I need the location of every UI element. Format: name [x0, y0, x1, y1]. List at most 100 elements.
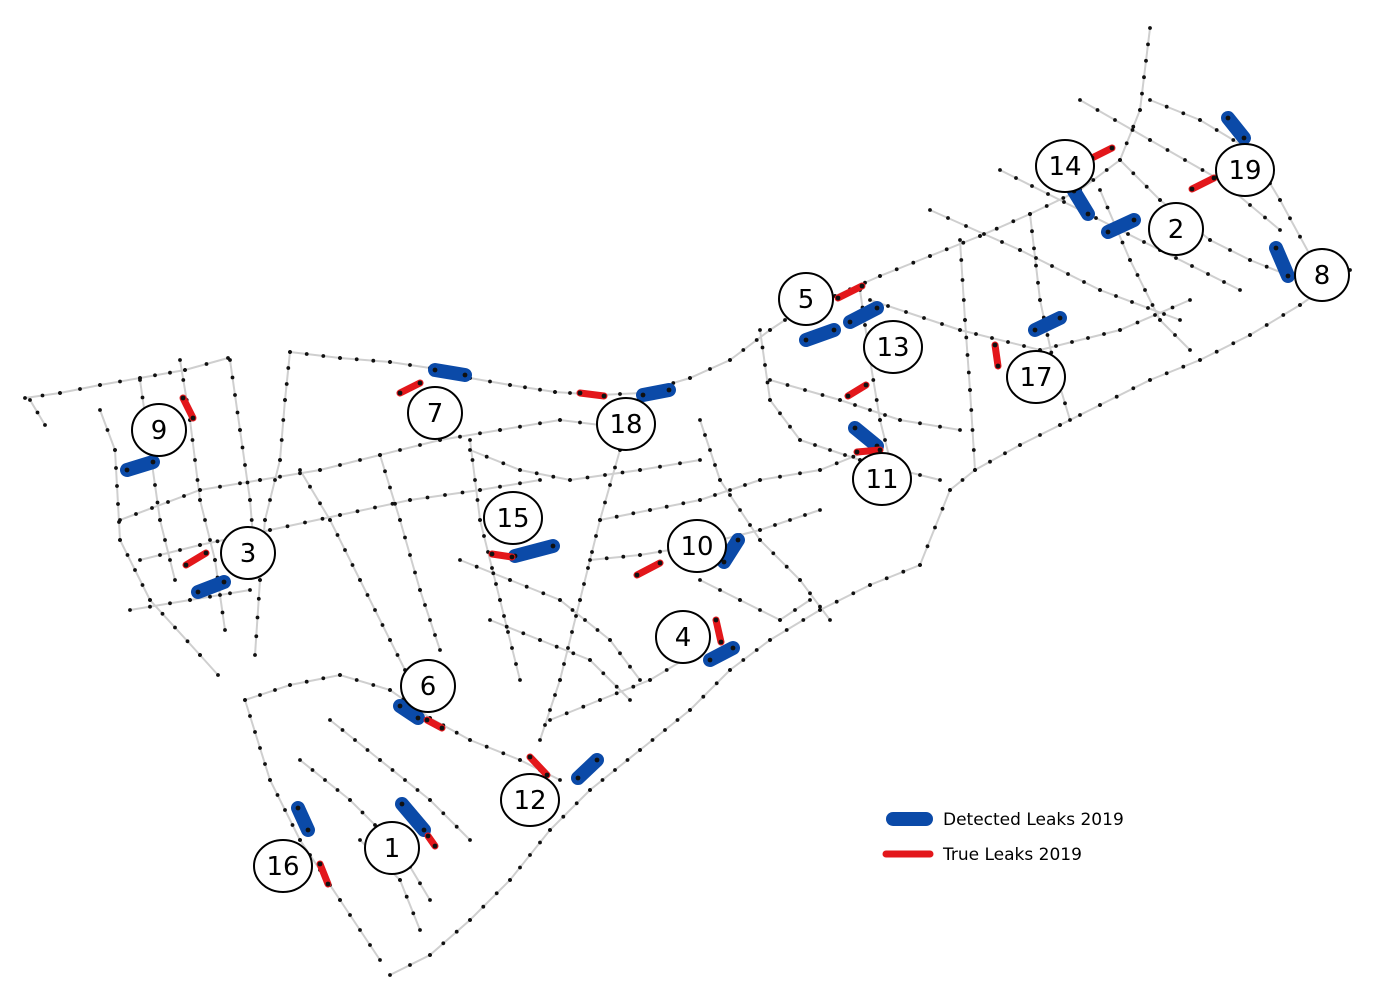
junction-node	[1063, 401, 1067, 406]
junction-node	[1135, 320, 1140, 325]
junction-node	[343, 548, 347, 552]
junction-node	[994, 226, 999, 231]
junction-node	[701, 694, 706, 699]
junction-node	[940, 506, 945, 511]
true-leak-marker	[1188, 174, 1218, 193]
zone-label-7: 7	[407, 386, 463, 440]
junction-node	[1094, 216, 1098, 220]
junction-node	[969, 408, 974, 412]
junction-node	[518, 424, 522, 429]
junction-node	[658, 464, 662, 469]
junction-node	[263, 518, 267, 522]
true-leak-marker	[179, 394, 197, 422]
junction-node	[698, 578, 702, 582]
junction-node	[538, 840, 542, 845]
zone-label-ring	[220, 526, 276, 580]
junction-node	[286, 366, 291, 370]
junction-node	[115, 484, 119, 488]
zone-label-9: 9	[131, 403, 187, 457]
junction-node	[238, 428, 242, 432]
junction-node	[1264, 264, 1269, 269]
detected-leak-marker	[571, 753, 604, 785]
junction-node	[1143, 288, 1147, 292]
legend-true-label: True Leaks 2019	[942, 845, 1082, 865]
junction-node	[484, 454, 489, 459]
junction-node	[378, 958, 382, 962]
junction-node	[230, 375, 235, 380]
junction-node	[966, 370, 971, 375]
leak-endpoint-node	[594, 757, 600, 763]
junction-node	[255, 615, 260, 620]
true-leak-marker	[844, 381, 870, 400]
junction-node	[1248, 333, 1252, 337]
junction-node	[538, 387, 542, 392]
junction-node	[418, 588, 422, 592]
junction-node	[1144, 184, 1149, 189]
junction-node	[78, 387, 82, 391]
leak-endpoint-node	[657, 560, 663, 566]
leak-endpoint-node	[305, 827, 311, 833]
junction-node	[768, 638, 772, 642]
junction-node	[788, 518, 792, 522]
junction-node	[558, 418, 562, 422]
junction-node	[828, 448, 832, 452]
junction-node	[528, 853, 532, 857]
junction-node	[508, 578, 512, 582]
zone-label-14: 14	[1035, 139, 1095, 193]
junction-node	[441, 941, 446, 946]
junction-node	[638, 748, 642, 752]
detected-leak-marker	[848, 421, 884, 453]
junction-node	[338, 898, 342, 902]
leak-endpoint-node	[835, 295, 841, 301]
junction-node	[283, 808, 287, 812]
junction-node	[990, 336, 994, 340]
junction-node	[1098, 288, 1102, 292]
true-leak-marker	[712, 616, 725, 646]
junction-node	[784, 564, 789, 569]
junction-node	[408, 363, 412, 367]
leak-endpoint-node	[735, 537, 741, 543]
leak-endpoint-node	[397, 390, 403, 396]
junction-node	[388, 485, 392, 490]
junction-node	[1082, 280, 1086, 284]
junction-node	[428, 798, 432, 802]
junction-node	[768, 398, 772, 402]
detected-leak-marker	[636, 383, 676, 402]
junction-node	[620, 470, 625, 475]
junction-node	[878, 418, 882, 422]
leak-endpoint-node	[397, 703, 403, 709]
true-leak-marker	[834, 282, 866, 302]
leak-endpoint-node	[183, 562, 189, 568]
junction-node	[1174, 256, 1178, 260]
junction-node	[871, 378, 876, 382]
leak-endpoint-node	[190, 415, 196, 421]
zone-label-4: 4	[655, 610, 711, 664]
junction-node	[1098, 188, 1102, 192]
junction-node	[963, 318, 967, 322]
leak-endpoint-node	[1085, 211, 1091, 217]
leak-endpoint-node	[415, 715, 421, 721]
junction-node	[988, 459, 992, 464]
junction-node	[140, 583, 145, 587]
junction-node	[358, 928, 362, 932]
junction-node	[538, 738, 542, 742]
junction-node	[834, 461, 839, 466]
leak-endpoint-node	[874, 305, 880, 311]
junction-node	[243, 463, 247, 467]
junction-node	[1018, 248, 1022, 252]
junction-node	[971, 448, 976, 452]
junction-node	[494, 891, 499, 896]
junction-node	[558, 678, 562, 682]
junction-node	[388, 973, 392, 977]
junction-node	[268, 498, 272, 502]
junction-node	[263, 762, 267, 766]
junction-node	[360, 810, 365, 815]
leak-endpoint-node	[854, 449, 860, 455]
junction-node	[1124, 141, 1129, 146]
zone-label-ring	[596, 397, 656, 451]
detected-leak-marker	[1067, 184, 1095, 221]
pipe-segment	[299, 469, 421, 701]
junction-node	[793, 608, 797, 612]
junction-node	[688, 376, 692, 380]
zone-label-text: 4	[675, 623, 692, 653]
